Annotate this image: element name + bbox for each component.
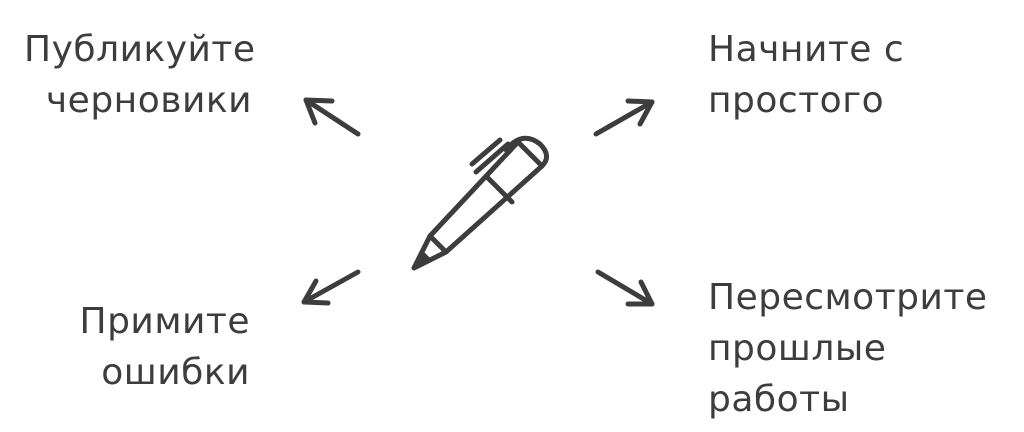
pen-tip-line xyxy=(427,233,449,255)
label-line: Публикуйте xyxy=(24,29,256,70)
pen-clip xyxy=(469,137,511,175)
pen-icon xyxy=(411,135,549,271)
label-start-simple: Начните с простого xyxy=(708,24,904,126)
label-line: работы xyxy=(708,379,850,420)
pen-cap xyxy=(503,135,549,169)
label-line: прошлые xyxy=(708,328,887,369)
label-line: ошибки xyxy=(101,352,250,393)
label-line: черновики xyxy=(45,80,252,121)
arrow-down-right xyxy=(595,269,655,307)
label-line: Примите xyxy=(79,301,250,342)
label-review-past-work: Пересмотрите прошлые работы xyxy=(708,272,988,425)
arrow-down-left xyxy=(301,269,361,306)
label-accept-mistakes: Примите ошибки xyxy=(40,296,250,398)
label-line: Пересмотрите xyxy=(708,277,988,318)
pen-nib xyxy=(412,250,432,270)
pen-band xyxy=(485,175,515,205)
arrow-up-right xyxy=(593,98,655,137)
label-line: простого xyxy=(708,80,885,121)
arrow-up-left xyxy=(303,97,361,137)
label-publish-drafts: Публикуйте черновики xyxy=(24,24,256,126)
label-line: Начните с xyxy=(708,29,905,70)
